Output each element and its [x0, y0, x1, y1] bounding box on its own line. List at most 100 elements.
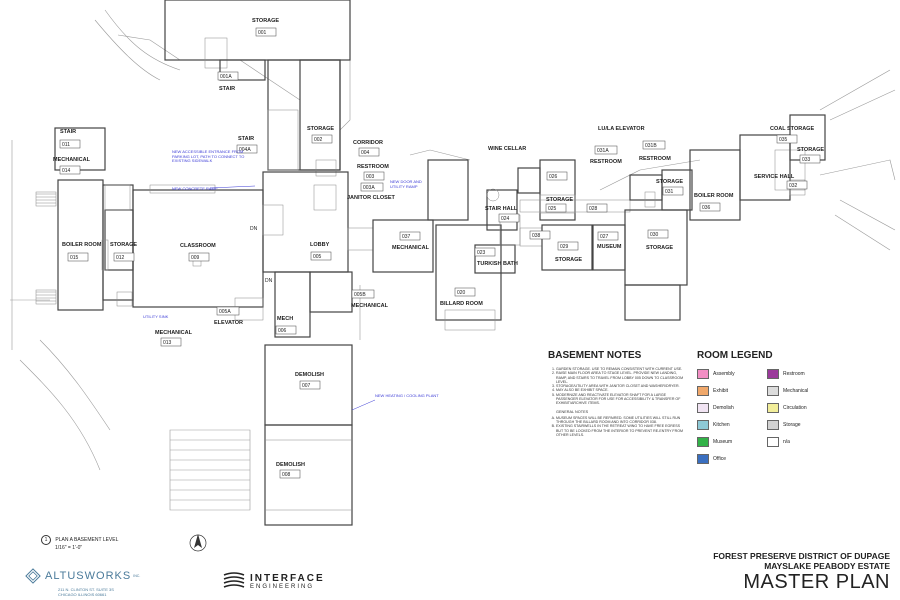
svg-text:STORAGE: STORAGE [646, 245, 673, 251]
svg-text:020: 020 [457, 290, 466, 296]
svg-text:033: 033 [802, 157, 811, 163]
svg-text:MECH: MECH [277, 316, 293, 322]
svg-text:STORAGE: STORAGE [797, 147, 824, 153]
note-accessible-entrance: NEW ACCESSIBLE ENTRANCE FROM PARKING LOT… [172, 150, 245, 164]
legend-item-circulation: Circulation [767, 403, 837, 413]
project-name: MAYSLAKE PEABODY ESTATE [764, 561, 890, 571]
legend-label: Circulation [783, 405, 807, 411]
legend-item-kitchen: Kitchen [697, 420, 767, 430]
legend-label: n/a [783, 439, 790, 445]
svg-text:DEMOLISH: DEMOLISH [295, 372, 324, 378]
svg-text:036: 036 [702, 205, 711, 211]
svg-text:030: 030 [650, 232, 659, 238]
svg-text:RESTROOM: RESTROOM [357, 164, 389, 170]
svg-text:015: 015 [70, 255, 79, 261]
interface-wave-icon [223, 572, 245, 588]
north-arrow-icon [189, 534, 207, 552]
svg-text:031B: 031B [645, 143, 657, 149]
client-name: FOREST PRESERVE DISTRICT OF DUPAGE [713, 551, 890, 561]
svg-text:003A: 003A [363, 185, 375, 191]
svg-text:DEMOLISH: DEMOLISH [276, 462, 305, 468]
address-line: CHICAGO ILLINOIS 60661 [58, 592, 107, 597]
svg-text:STAIR HALL: STAIR HALL [485, 206, 518, 212]
basement-notes-list: GARDEN STORAGE. USE TO REMAIN CONSISTENT… [548, 367, 688, 406]
legend-item-assembly: Assembly [697, 369, 767, 379]
legend-label: Demolish [713, 405, 734, 411]
interface-line2: ENGINEERING [250, 583, 315, 590]
note-door-ramp: NEW DOOR AND UTILITY RAMP [390, 180, 422, 189]
svg-text:037: 037 [402, 234, 411, 240]
svg-text:028: 028 [589, 206, 598, 212]
svg-text:001A: 001A [220, 74, 232, 80]
legend-item-office: Office [697, 454, 767, 464]
svg-text:STAIR: STAIR [219, 86, 235, 92]
legend-swatch [697, 369, 709, 379]
svg-text:003: 003 [366, 174, 375, 180]
svg-text:STORAGE: STORAGE [307, 126, 334, 132]
svg-text:005B: 005B [354, 292, 366, 298]
legend-item-storage: Storage [767, 420, 837, 430]
legend-label: Office [713, 456, 726, 462]
svg-text:029: 029 [560, 244, 569, 250]
svg-text:027: 027 [600, 234, 609, 240]
legend-label: Kitchen [713, 422, 730, 428]
svg-text:012: 012 [116, 255, 125, 261]
note-item: RAISE MAIN FLOOR AREA TO STAGE LEVEL. PR… [556, 371, 688, 384]
svg-text:STORAGE: STORAGE [656, 179, 683, 185]
plan-scale: 1/16" = 1'-0" [55, 545, 83, 551]
legend-swatch [767, 403, 779, 413]
svg-text:025: 025 [548, 206, 557, 212]
svg-text:008: 008 [282, 472, 291, 478]
svg-text:MECHANICAL: MECHANICAL [155, 330, 193, 336]
svg-text:001: 001 [258, 30, 267, 36]
svg-text:032: 032 [789, 183, 798, 189]
svg-text:CORRIDOR: CORRIDOR [353, 140, 383, 146]
svg-text:BOILER ROOM: BOILER ROOM [62, 242, 102, 248]
svg-text:005A: 005A [219, 309, 231, 315]
svg-text:STORAGE: STORAGE [546, 197, 573, 203]
legend-swatch [697, 420, 709, 430]
altusworks-diamond-icon [25, 568, 41, 584]
dn-marker: DN [265, 278, 273, 284]
legend-label: Exhibit [713, 388, 729, 394]
plan-label: 1 PLAN A BASEMENT LEVEL [41, 535, 118, 545]
legend-item-restroom: Restroom [767, 369, 837, 379]
legend-label: Restroom [783, 371, 805, 377]
svg-text:CLASSROOM: CLASSROOM [180, 243, 216, 249]
legend-swatch [767, 369, 779, 379]
svg-text:004: 004 [361, 150, 370, 156]
legend-swatch [697, 386, 709, 396]
svg-text:013: 013 [163, 340, 172, 346]
sheet-title: MASTER PLAN [743, 571, 890, 593]
svg-text:038: 038 [532, 233, 541, 239]
svg-text:STORAGE: STORAGE [555, 257, 582, 263]
svg-text:SERVICE HALL: SERVICE HALL [754, 174, 795, 180]
svg-text:RESTROOM: RESTROOM [639, 156, 671, 162]
svg-text:COAL STORAGE: COAL STORAGE [770, 126, 814, 132]
legend-swatch [767, 437, 779, 447]
svg-text:024: 024 [501, 216, 510, 222]
note-item: GARDEN STORAGE. USE TO REMAIN CONSISTENT… [556, 367, 688, 371]
room-labels: STORAGE 001 001A STAIR STAIR 004A STORAG… [53, 18, 824, 479]
svg-text:BILLARD ROOM: BILLARD ROOM [440, 301, 483, 307]
west-wing [35, 127, 134, 311]
plan-annotations: NEW ACCESSIBLE ENTRANCE FROM PARKING LOT… [143, 150, 439, 411]
legend-swatch [697, 403, 709, 413]
altusworks-logo: ALTUSWORKS INC. [25, 568, 140, 584]
svg-text:MECHANICAL: MECHANICAL [53, 157, 91, 163]
svg-text:002: 002 [314, 137, 323, 143]
plan-title: PLAN A BASEMENT LEVEL [55, 537, 119, 543]
legend-swatch [697, 437, 709, 447]
svg-text:005: 005 [313, 254, 322, 260]
svg-text:STAIR: STAIR [238, 136, 254, 142]
address-line: 211 N. CLINTON ST. SUITE 3S [58, 587, 114, 592]
svg-text:023: 023 [477, 250, 486, 256]
note-ramp: NEW CONCRETE RAMP [172, 186, 218, 191]
svg-text:RESTROOM: RESTROOM [590, 159, 622, 165]
interface-engineering-logo: INTERFACE ENGINEERING [222, 571, 325, 591]
svg-text:MECHANICAL: MECHANICAL [351, 303, 389, 309]
room-legend-title: ROOM LEGEND [697, 350, 773, 361]
svg-text:WINE CELLAR: WINE CELLAR [488, 146, 526, 152]
